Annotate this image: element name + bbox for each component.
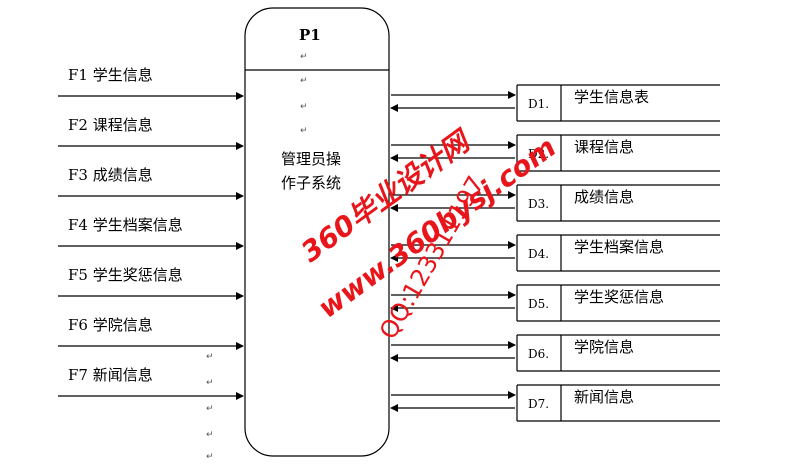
paragraph-mark-1: ↵: [300, 76, 308, 86]
input-flow-label-f4: F4 学生档案信息: [68, 216, 183, 234]
input-flow-label-f5: F5 学生奖惩信息: [68, 266, 183, 284]
input-flow-label-f1: F1 学生信息: [68, 66, 153, 84]
store-id-d1: D1.: [528, 97, 550, 111]
paragraph-mark-7: ↵: [206, 430, 214, 440]
process-name-line2: 作子系统: [281, 174, 342, 192]
paragraph-mark-8: ↵: [206, 452, 214, 462]
store-id-d3: D3.: [528, 197, 550, 211]
store-id-d7: D7.: [528, 397, 550, 411]
paragraph-mark-5: ↵: [206, 378, 214, 388]
paragraph-mark-0: ↵: [300, 52, 308, 62]
store-name-d4: 学生档案信息: [574, 238, 665, 256]
store-id-d2: D2.: [528, 147, 550, 161]
input-flow-label-f7: F7 新闻信息: [68, 366, 153, 384]
paragraph-mark-4: ↵: [206, 352, 214, 362]
store-name-d7: 新闻信息: [574, 388, 635, 406]
store-name-d6: 学院信息: [574, 338, 635, 356]
input-flow-label-f3: F3 成绩信息: [68, 166, 153, 184]
process-id: P1: [299, 26, 321, 44]
store-id-d4: D4.: [528, 247, 550, 261]
paragraph-mark-2: ↵: [300, 102, 308, 112]
input-flow-label-f6: F6 学院信息: [68, 316, 153, 334]
paragraph-mark-3: ↵: [300, 126, 308, 136]
store-name-d2: 课程信息: [574, 138, 635, 156]
store-id-d6: D6.: [528, 347, 550, 361]
data-store-shapes: [516, 84, 720, 422]
store-name-d5: 学生奖惩信息: [574, 288, 665, 306]
flow-arrows: [58, 91, 516, 412]
paragraph-mark-6: ↵: [206, 404, 214, 414]
process-box: [244, 7, 390, 457]
input-flow-label-f2: F2 课程信息: [68, 116, 153, 134]
process-name-line1: 管理员操: [281, 150, 342, 168]
store-id-d5: D5.: [528, 297, 550, 311]
store-name-d3: 成绩信息: [574, 188, 635, 206]
store-name-d1: 学生信息表: [574, 88, 650, 106]
